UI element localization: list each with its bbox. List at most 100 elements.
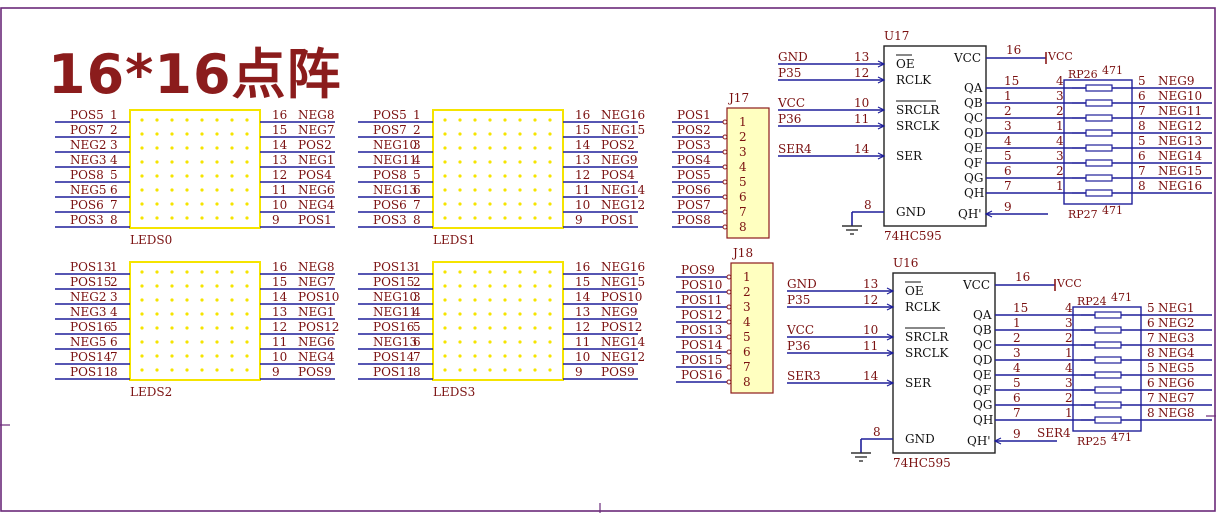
led-dot <box>458 118 462 122</box>
resistor-pack-body <box>1063 79 1133 205</box>
led-dot <box>548 368 552 372</box>
resistor-pin-number: 3 <box>1056 149 1064 163</box>
shift-register-pin-label: SRCLR <box>896 103 940 117</box>
connector-pin-number: 5 <box>739 175 747 189</box>
shift-register-qh-serial-label: QH' <box>967 434 991 448</box>
led-dot <box>443 160 447 164</box>
led-matrix-body <box>129 261 261 381</box>
connector-pin-number: 1 <box>743 270 751 284</box>
shift-register-body <box>883 45 987 227</box>
shift-register-pin-number: 13 <box>863 277 878 291</box>
led-dot <box>245 174 249 178</box>
connector-pin-number: 3 <box>739 145 747 159</box>
shift-register-qh-serial-label: QH' <box>958 207 982 221</box>
led-left-net: POS15 <box>373 275 414 289</box>
led-matrix-body <box>432 261 564 381</box>
shift-register-pin-label: SRCLK <box>905 346 949 360</box>
led-dot <box>245 270 249 274</box>
led-dot <box>518 202 522 206</box>
connector-pin-number: 6 <box>743 345 751 359</box>
vcc-net-label: VCC <box>1056 277 1082 290</box>
led-dot <box>200 270 204 274</box>
led-dot <box>548 270 552 274</box>
led-right-pin-number: 11 <box>575 335 590 349</box>
connector-pin-end <box>722 179 728 185</box>
led-dot <box>170 160 174 164</box>
led-right-pin-number: 10 <box>575 198 590 212</box>
resistor-element <box>1094 371 1122 379</box>
led-dot <box>533 326 537 330</box>
led-dot <box>170 354 174 358</box>
led-dot <box>488 188 492 192</box>
led-left-pin-number: 7 <box>110 198 118 212</box>
led-dot <box>443 312 447 316</box>
shift-register-output-label: QF <box>973 383 991 397</box>
led-left-net: POS5 <box>373 108 407 122</box>
led-right-pin-number: 16 <box>272 260 287 274</box>
led-right-pin-number: 9 <box>272 365 280 379</box>
shift-register-pin-label: RCLK <box>896 73 932 87</box>
resistor-element <box>1094 401 1122 409</box>
led-dot <box>230 160 234 164</box>
shift-register-output-label: QB <box>964 96 983 110</box>
shift-register-input-net: VCC <box>777 96 805 110</box>
led-dot <box>473 202 477 206</box>
led-dot <box>185 188 189 192</box>
shift-register-output-label: QC <box>973 338 992 352</box>
led-dot <box>503 298 507 302</box>
shift-register-pin-number: 5 <box>1004 149 1012 163</box>
led-left-net: NEG10 <box>373 138 417 152</box>
led-dot <box>140 284 144 288</box>
led-dot <box>170 298 174 302</box>
led-right-pin-number: 13 <box>575 153 590 167</box>
led-right-pin-number: 14 <box>575 138 591 152</box>
led-left-net: POS3 <box>70 213 104 227</box>
shift-register-pin-number: 15 <box>1013 301 1028 315</box>
resistor-pin-number: 7 <box>1147 391 1155 405</box>
led-dot <box>533 216 537 220</box>
resistor-element <box>1094 386 1122 394</box>
led-dot <box>548 188 552 192</box>
led-right-net: POS1 <box>298 213 332 227</box>
shift-register-output-label: QH <box>964 186 984 200</box>
led-dot <box>185 202 189 206</box>
neg-net-label: NEG4 <box>1158 346 1195 360</box>
led-dot <box>155 368 159 372</box>
led-right-pin-number: 16 <box>272 108 287 122</box>
led-dot <box>245 354 249 358</box>
led-dot <box>215 216 219 220</box>
led-right-net: NEG7 <box>298 123 334 137</box>
led-dot <box>155 216 159 220</box>
led-dot <box>488 312 492 316</box>
shift-register-pin-number: 4 <box>1013 361 1021 375</box>
shift-register-ref: U17 <box>884 29 909 43</box>
led-dot <box>548 146 552 150</box>
led-left-pin-number: 8 <box>110 365 118 379</box>
led-left-pin-number: 5 <box>110 168 118 182</box>
shift-register-pin-number: 7 <box>1004 179 1012 193</box>
led-dot <box>548 354 552 358</box>
led-dot <box>443 174 447 178</box>
led-dot <box>185 118 189 122</box>
led-dot <box>185 174 189 178</box>
led-left-net: NEG13 <box>373 183 417 197</box>
led-dot <box>518 174 522 178</box>
shift-register-input-net: GND <box>778 50 808 64</box>
led-dot <box>215 326 219 330</box>
led-dot <box>155 146 159 150</box>
led-dot <box>230 270 234 274</box>
led-left-pin-number: 7 <box>110 350 118 364</box>
shift-register-input-net: P35 <box>778 66 801 80</box>
led-left-net: POS14 <box>373 350 415 364</box>
led-dot <box>518 270 522 274</box>
led-dot <box>215 160 219 164</box>
led-dot <box>200 160 204 164</box>
led-dot <box>200 146 204 150</box>
connector-net: POS11 <box>681 293 722 307</box>
led-dot <box>458 160 462 164</box>
page-title: 16*16点阵 <box>48 43 342 106</box>
resistor-pack-ref: RP26 <box>1068 68 1098 81</box>
connector-pin-end <box>726 319 732 325</box>
led-dot <box>200 132 204 136</box>
led-dot <box>503 216 507 220</box>
